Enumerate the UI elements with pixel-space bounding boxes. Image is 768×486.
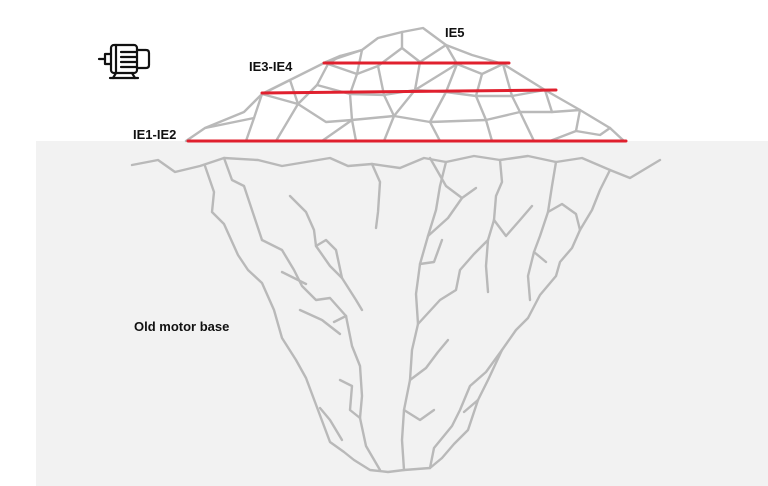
- iceberg-tip: [184, 26, 626, 143]
- label-ie5: IE5: [445, 25, 465, 40]
- label-old-motor-base: Old motor base: [134, 319, 230, 334]
- motor-icon: [97, 43, 151, 80]
- label-ie3-ie4: IE3-IE4: [249, 59, 293, 74]
- tier-lines: [186, 61, 628, 143]
- tier-line-ie3-ie4: [260, 88, 558, 95]
- label-ie1-ie2: IE1-IE2: [133, 127, 177, 142]
- iceberg-body: [130, 154, 662, 474]
